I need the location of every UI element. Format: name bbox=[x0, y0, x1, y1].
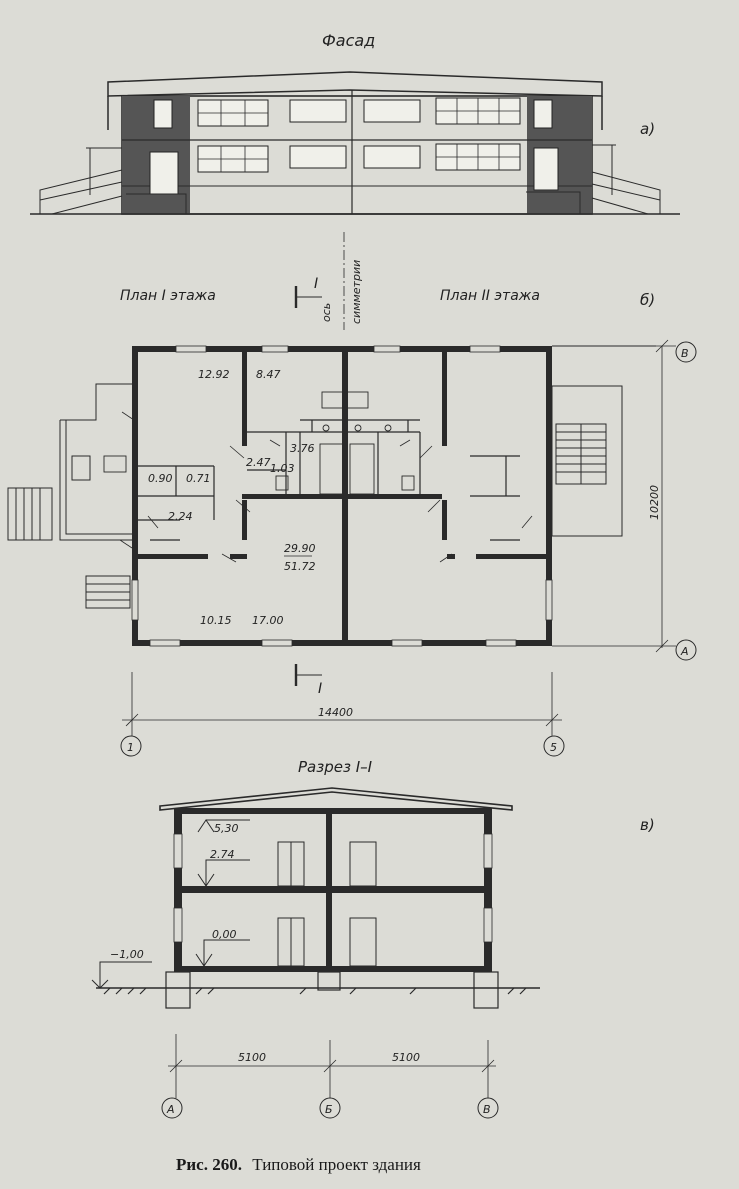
axis-5-label: 5 bbox=[550, 741, 557, 754]
plan-letter: б) bbox=[640, 291, 655, 309]
plan-dimensions bbox=[122, 339, 676, 740]
dim-depth: 10200 bbox=[648, 485, 661, 520]
area-label: 51.72 bbox=[284, 560, 316, 573]
plan2-title: План II этажа bbox=[440, 288, 540, 304]
caption-prefix: Рис. 260. bbox=[176, 1155, 242, 1174]
section-walls bbox=[174, 808, 492, 972]
plan-walls bbox=[132, 346, 552, 646]
facade-left-door bbox=[149, 151, 179, 195]
level-ground: −1,00 bbox=[110, 948, 144, 961]
plan-windows bbox=[131, 345, 553, 647]
section-axis-a: А bbox=[166, 1103, 175, 1116]
section-letter: в) bbox=[640, 816, 655, 834]
axis-v-label: В bbox=[681, 347, 689, 360]
section-foundations bbox=[96, 971, 540, 1009]
dim-left: 5100 bbox=[238, 1051, 266, 1064]
area-label: 0.71 bbox=[186, 472, 211, 485]
facade-body bbox=[121, 95, 593, 215]
level-mid: 2.74 bbox=[210, 848, 235, 861]
axis-1-label: 1 bbox=[127, 741, 134, 754]
axis-label-1: ось bbox=[320, 303, 333, 322]
area-label: 3.76 bbox=[290, 442, 315, 455]
plan-right-stair bbox=[551, 345, 656, 537]
section-roof bbox=[159, 787, 513, 811]
section-mark-top: I bbox=[314, 276, 318, 292]
section-axis-bubbles bbox=[161, 1097, 499, 1119]
axis-label-2: симметрии bbox=[350, 260, 363, 324]
area-label: 8.47 bbox=[256, 368, 281, 381]
facade-drawing: Фасад а) bbox=[30, 31, 680, 215]
caption-text: Типовой проект здания bbox=[252, 1155, 421, 1174]
section-axis-b: Б bbox=[325, 1103, 333, 1116]
section-dimensions bbox=[168, 1034, 496, 1098]
area-label: 2.24 bbox=[168, 510, 193, 523]
plan-axis-bubbles bbox=[120, 341, 697, 757]
axis-a-label: А bbox=[680, 645, 689, 658]
dim-width: 14400 bbox=[318, 706, 353, 719]
section-doors bbox=[277, 841, 377, 967]
facade-roof bbox=[107, 71, 603, 97]
facade-right-door bbox=[533, 147, 559, 191]
facade-title: Фасад bbox=[322, 31, 375, 50]
section-mark-bottom-symbol bbox=[294, 664, 322, 686]
section-drawing: Разрез I–I в) bbox=[91, 758, 655, 1119]
level-top: 5,30 bbox=[214, 822, 239, 835]
area-label: 10.15 bbox=[200, 614, 232, 627]
facade-letter: а) bbox=[640, 120, 655, 138]
section-title: Разрез I–I bbox=[298, 758, 373, 776]
section-mark-bottom: I bbox=[318, 681, 322, 697]
area-label: 29.90 bbox=[284, 542, 316, 555]
plan-fixtures bbox=[103, 391, 415, 495]
area-label: 1.03 bbox=[270, 462, 295, 475]
floor-plan: План I этажа План II этажа б) ось симмет… bbox=[7, 232, 697, 757]
plan1-title: План I этажа bbox=[120, 288, 216, 304]
section-windows bbox=[173, 833, 493, 943]
section-mark-top-symbol bbox=[294, 286, 322, 308]
plan-left-porch bbox=[7, 383, 132, 609]
figure-caption: Рис. 260. Типовой проект здания bbox=[176, 1155, 421, 1174]
section-level-marks bbox=[91, 819, 250, 989]
area-label: 17.00 bbox=[252, 614, 284, 627]
area-label: 12.92 bbox=[198, 368, 230, 381]
dim-right: 5100 bbox=[392, 1051, 420, 1064]
plan-doors bbox=[119, 411, 533, 563]
level-floor: 0,00 bbox=[212, 928, 237, 941]
area-label: 2.47 bbox=[246, 456, 271, 469]
section-axis-v: В bbox=[483, 1103, 491, 1116]
area-label: 0.90 bbox=[148, 472, 173, 485]
room-areas: 12.92 8.47 3.76 2.47 1.03 0.90 0.71 2.24… bbox=[148, 368, 316, 627]
facade-windows bbox=[153, 97, 553, 173]
plan-partitions bbox=[138, 419, 520, 541]
